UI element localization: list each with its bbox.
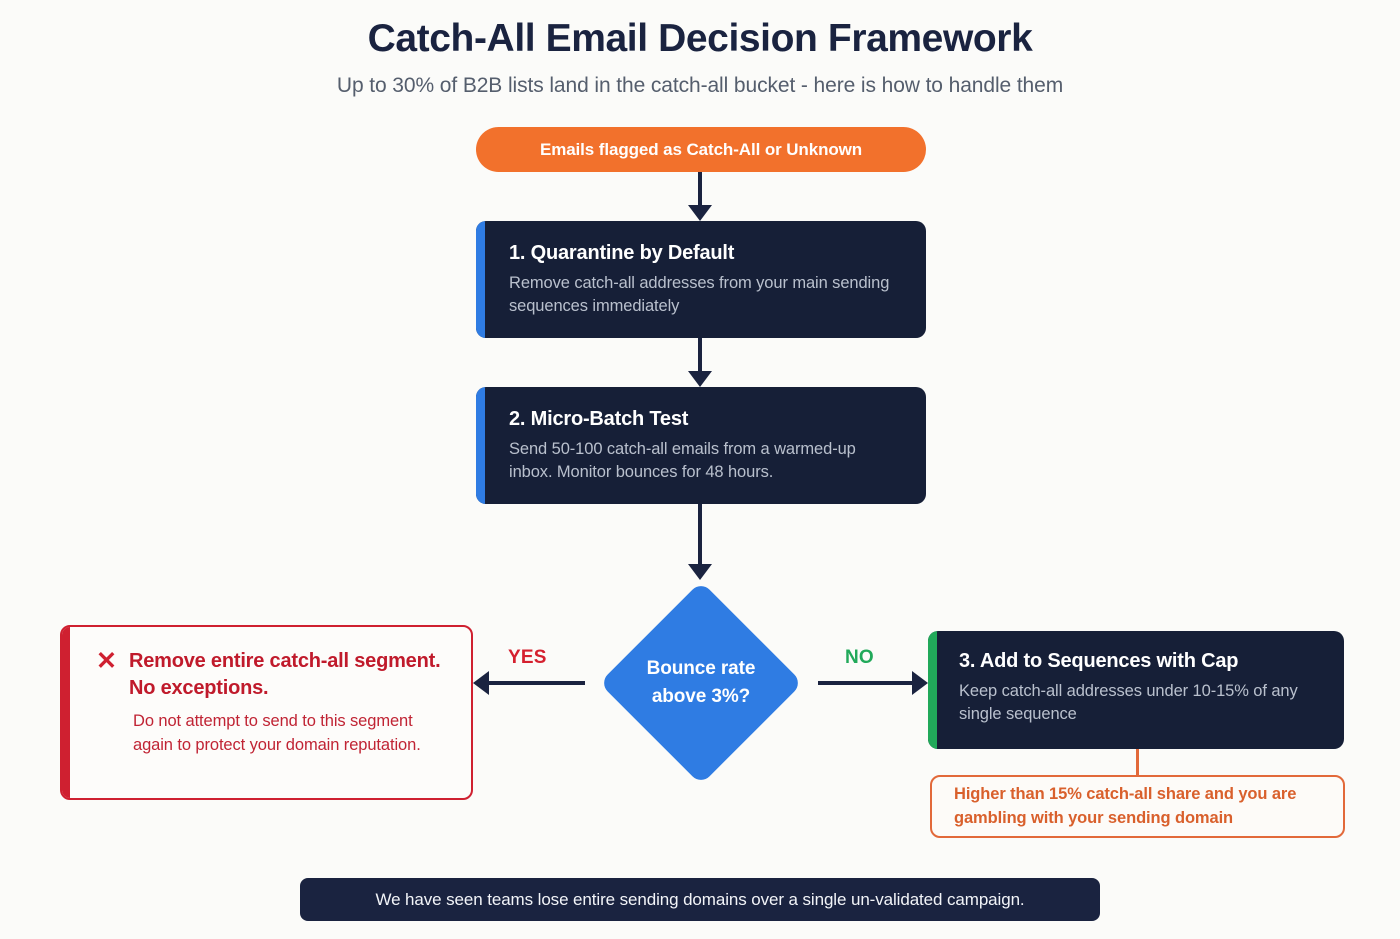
outcome-accent-bar [62,627,70,798]
footer-text: We have seen teams lose entire sending d… [375,889,1025,909]
step-accent-bar [476,221,485,338]
outcome-description: Do not attempt to send to this segment a… [133,712,421,755]
connector-step2-to-decision [698,504,702,568]
step-card-body: 1. Quarantine by Default Remove catch-al… [485,221,926,338]
outcome-title: Remove entire catch-all segment. No exce… [128,650,441,699]
decision-label: Bounce rate above 3%? [575,583,827,783]
start-node-label: Emails flagged as Catch-All or Unknown [539,139,863,159]
step-description: Keep catch-all addresses under 10-15% of… [959,682,1298,724]
arrow-no-branch [912,671,928,695]
start-node: Emails flagged as Catch-All or Unknown [476,127,926,172]
outcome-card-body: ✕ Remove entire catch-all segment. No ex… [70,627,471,798]
outcome-heading-row: ✕ Remove entire catch-all segment. No ex… [96,648,445,701]
page-title: Catch-All Email Decision Framework [367,17,1033,60]
step-heading: 2. Micro-Batch Test [509,408,689,430]
step-description: Remove catch-all addresses from your mai… [509,274,890,316]
branch-label-no: NO [845,647,874,668]
decision-label-line1: Bounce rate [646,658,756,680]
arrow-yes-branch [473,671,489,695]
connector-yes-branch [489,681,585,685]
step-card-add-to-sequences: 3. Add to Sequences with Cap Keep catch-… [928,631,1344,749]
connector-step3-to-warning [1136,749,1139,776]
step-card-micro-batch: 2. Micro-Batch Test Send 50-100 catch-al… [476,387,926,504]
step-card-body: 2. Micro-Batch Test Send 50-100 catch-al… [485,387,926,504]
step-accent-bar [476,387,485,504]
x-icon: ✕ [96,647,117,675]
warning-text: Higher than 15% catch-all share and you … [954,784,1297,827]
footer-banner: We have seen teams lose entire sending d… [300,878,1100,921]
step-accent-bar [928,631,937,749]
outcome-card-remove-segment: ✕ Remove entire catch-all segment. No ex… [60,625,473,800]
decision-label-line2: above 3%? [651,686,751,707]
connector-start-to-step1 [698,172,702,209]
connector-step1-to-step2 [698,338,702,375]
step-card-quarantine: 1. Quarantine by Default Remove catch-al… [476,221,926,338]
branch-label-yes: YES [508,647,547,668]
step-heading: 1. Quarantine by Default [509,242,735,264]
arrow-step2-to-decision [688,564,712,580]
step-description: Send 50-100 catch-all emails from a warm… [509,440,856,482]
arrow-start-to-step1 [688,205,712,221]
warning-callout: Higher than 15% catch-all share and you … [930,775,1345,838]
step-heading: 3. Add to Sequences with Cap [959,650,1239,672]
decision-node: Bounce rate above 3%? [575,581,827,785]
connector-no-branch [818,681,914,685]
arrow-step1-to-step2 [688,371,712,387]
step-card-body: 3. Add to Sequences with Cap Keep catch-… [937,631,1344,749]
page-subtitle: Up to 30% of B2B lists land in the catch… [336,74,1064,97]
